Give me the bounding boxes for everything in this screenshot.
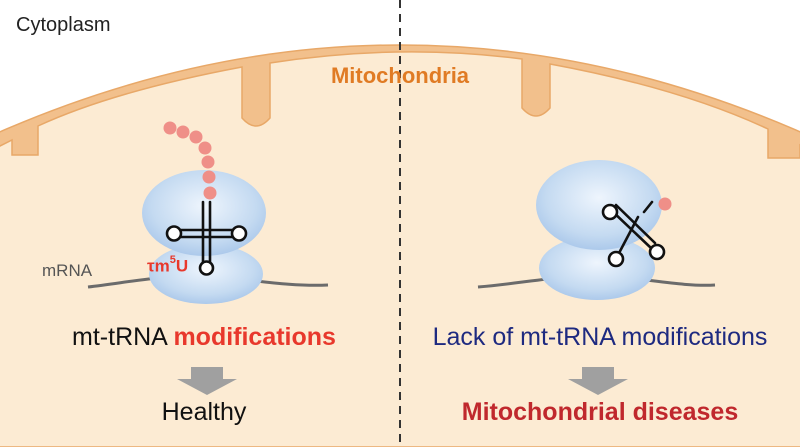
down-arrow-icon <box>177 367 237 395</box>
left-caption-plain: mt-tRNA <box>72 323 167 351</box>
mitochondria-label: Mitochondria <box>330 63 470 88</box>
left-caption-highlight: modifications <box>173 323 336 351</box>
modification-superscript: 5 <box>169 254 176 266</box>
cytoplasm-label: Cytoplasm <box>16 14 111 36</box>
left-outcome: Healthy <box>161 398 247 426</box>
modification-label: τm5U <box>147 254 189 277</box>
down-arrow-icon <box>568 367 628 395</box>
right-caption: Lack of mt-tRNA modifications <box>432 323 768 351</box>
mrna-label: mRNA <box>42 261 93 280</box>
peptide-chain-icon <box>163 121 217 200</box>
modification-base: U <box>175 256 189 276</box>
left-caption: mt-tRNA modifications <box>0 323 408 352</box>
peptide-residue-icon <box>658 197 672 211</box>
modification-prefix: τm <box>147 256 170 276</box>
mitochondria-matrix <box>0 51 800 447</box>
trna-icon <box>601 200 666 268</box>
right-outcome: Mitochondrial diseases <box>461 398 739 426</box>
trna-icon <box>165 200 248 276</box>
